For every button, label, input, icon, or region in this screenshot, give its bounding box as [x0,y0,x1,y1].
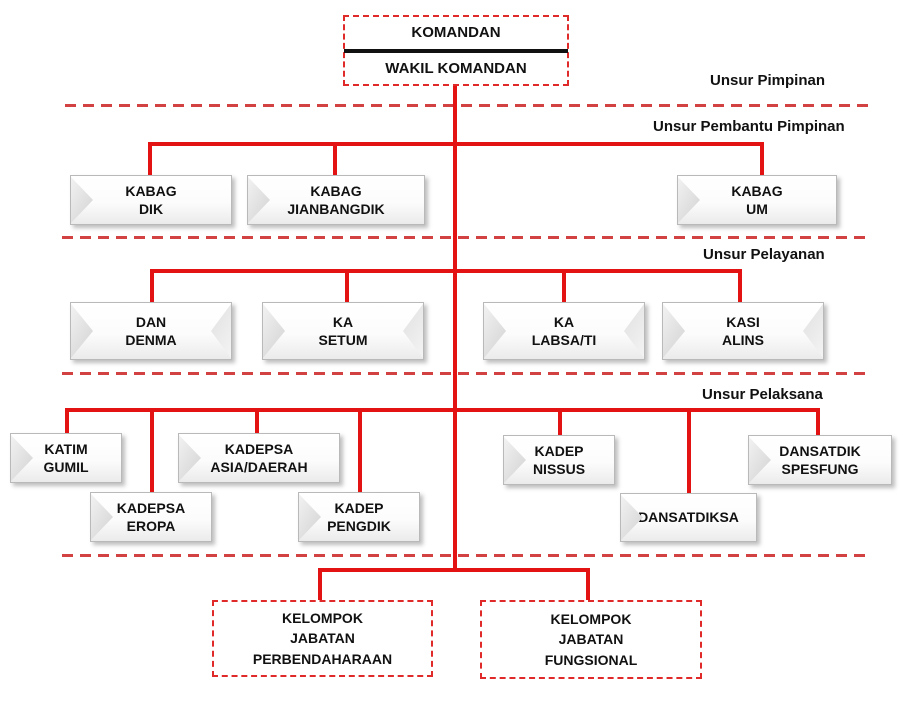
connector-row3-drop-5 [558,408,562,436]
group-label: KELOMPOK [550,611,632,628]
divider-unsur-pimpinan [65,104,870,107]
connector-row3-drop-1 [65,408,69,433]
node-label: NISSUS [532,461,586,477]
divider-unsur-pelayanan [62,372,872,375]
connector-bottom-drop-2 [586,568,590,600]
node-label: DENMA [125,332,177,348]
komandan-label: KOMANDAN [411,24,501,42]
connector-row3-drop-6 [687,408,691,493]
connector-row2-drop-4 [738,269,742,302]
connector-row3-drop-7 [816,408,820,435]
node-label: DIK [138,201,164,217]
group-kelompok-jabatan-perbendaharaan: KELOMPOK JABATAN PERBENDAHARAAN [212,600,433,677]
connector-row2-drop-3 [562,269,566,302]
connector-trunk [453,82,457,572]
node-label: KATIM [44,440,88,457]
group-label: KELOMPOK [282,610,363,627]
node-label: EROPA [126,518,176,534]
node-kasi-alins: KASI ALINS [662,302,824,360]
connector-row2-drop-1 [150,269,154,302]
connector-row3-drop-3 [255,408,259,433]
node-label: LABSA/TI [531,332,597,348]
group-kelompok-jabatan-fungsional: KELOMPOK JABATAN FUNGSIONAL [480,600,702,679]
node-kabag-dik: KABAG DIK [70,175,232,225]
connector-bottom-horizontal [318,568,590,572]
node-kadepsa-asia-daerah: KADEPSA ASIA/DAERAH [178,433,340,483]
node-label: KABAG [125,182,177,199]
node-label: ASIA/DAERAH [210,459,308,475]
node-label: KADEP [534,442,584,459]
section-label-unsur-pelayanan: Unsur Pelayanan [703,246,825,263]
node-kadep-nissus: KADEP NISSUS [503,435,615,485]
node-katim-gumil: KATIM GUMIL [10,433,122,483]
komandan-box: KOMANDAN WAKIL KOMANDAN [343,15,569,86]
node-label: SETUM [318,332,368,348]
section-label-unsur-pimpinan: Unsur Pimpinan [710,72,826,89]
connector-bottom-drop-1 [318,568,322,600]
connector-row1-drop-2 [333,142,337,175]
connector-row1-drop-3 [760,142,764,175]
komandan-divider-bar [344,48,568,53]
node-label: KADEPSA [224,440,294,457]
node-label: JIANBANGDIK [287,201,385,217]
node-label: KASI [726,313,760,330]
node-label: GUMIL [43,459,89,475]
node-label: PENGDIK [327,518,391,534]
node-kadep-pengdik: KADEP PENGDIK [298,492,420,542]
node-label: KADEPSA [116,499,186,516]
node-dan-denma: DAN DENMA [70,302,232,360]
divider-unsur-pelaksana [62,554,870,557]
connector-row1-drop-1 [148,142,152,175]
connector-row1-horizontal [148,142,764,146]
connector-row2-horizontal [150,269,742,273]
node-dansatdik-spesfung: DANSATDIK SPESFUNG [748,435,892,485]
node-label: SPESFUNG [781,461,859,477]
connector-row2-drop-2 [345,269,349,302]
group-label: FUNGSIONAL [544,651,638,668]
wakil-komandan-label: WAKIL KOMANDAN [385,59,527,77]
node-label: UM [746,201,768,217]
group-label: PERBENDAHARAAN [252,650,393,667]
node-label: KA [332,313,354,330]
node-label: KABAG [310,182,362,199]
node-dansatdiksa: DANSATDIKSA [620,493,757,542]
node-label: KABAG [731,182,783,199]
connector-row3-drop-2 [150,408,154,492]
node-label: KA [553,313,575,330]
node-label: KADEP [334,499,384,516]
group-label: JABATAN [290,630,355,647]
section-label-unsur-pelaksana: Unsur Pelaksana [702,386,823,403]
section-label-unsur-pembantu-pimpinan: Unsur Pembantu Pimpinan [653,118,845,135]
node-kadepsa-eropa: KADEPSA EROPA [90,492,212,542]
node-kabag-jianbangdik: KABAG JIANBANGDIK [247,175,425,225]
connector-row3-horizontal [65,408,820,412]
node-ka-labsa-ti: KA LABSA/TI [483,302,645,360]
group-label: JABATAN [558,631,624,648]
node-label: DAN [135,313,167,330]
node-ka-setum: KA SETUM [262,302,424,360]
node-label: DANSATDIKSA [638,509,739,526]
node-label: ALINS [722,332,764,348]
node-label: DANSATDIK [779,442,861,459]
connector-row3-drop-4 [358,408,362,492]
divider-unsur-pembantu [62,236,867,239]
node-kabag-um: KABAG UM [677,175,837,225]
